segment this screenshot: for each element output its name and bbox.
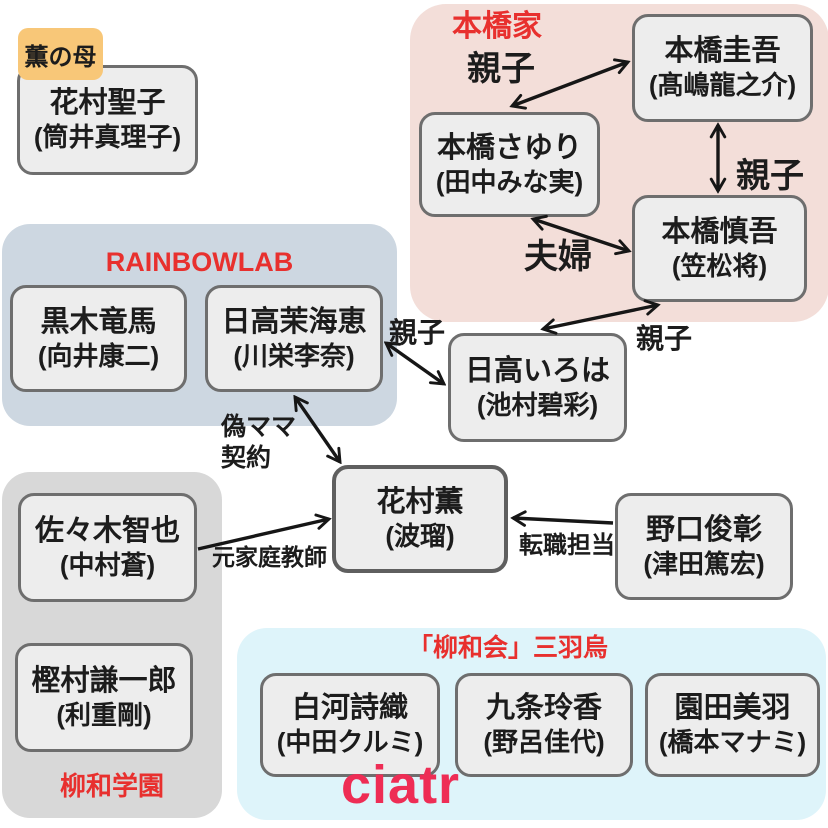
- character-name: 日高いろは: [464, 354, 610, 387]
- arrow-job-change-noguchi-kaoru: [513, 518, 614, 523]
- character-box-hidaka-makie: 日高茉海恵 (川栄李奈): [205, 285, 383, 392]
- character-box-hidaka-iroha: 日高いろは (池村碧彩): [448, 333, 627, 442]
- character-name: 九条玲香: [485, 692, 602, 725]
- relation-label-line2: 契約: [221, 444, 272, 473]
- arrow-parent-makie-iroha: [386, 343, 444, 384]
- tag-kaoru-mother: 薫の母: [18, 28, 103, 80]
- character-name: 花村薫: [376, 486, 464, 519]
- character-name: 本橋さゆり: [436, 131, 582, 164]
- actor-name: (波瑠): [385, 521, 455, 552]
- actor-name: (髙嶋龍之介): [648, 70, 797, 101]
- character-box-kashimura-kenichiro: 樫村謙一郎 (利重剛): [15, 643, 193, 752]
- arrow-fake-mama-makie-kaoru: [295, 397, 340, 462]
- arrow-parent-sayuri-keigo: [512, 62, 628, 106]
- actor-name: (池村碧彩): [476, 389, 599, 420]
- character-box-hanamura-kaoru: 花村薫 (波瑠): [332, 465, 508, 573]
- actor-name: (利重剛): [56, 699, 152, 730]
- arrow-former-tutor-sasaki-kaoru: [197, 519, 329, 551]
- actor-name: (川栄李奈): [233, 340, 355, 371]
- character-name: 樫村謙一郎: [31, 664, 177, 697]
- character-box-kuroki-ryoma: 黒木竜馬 (向井康二): [10, 285, 187, 392]
- relation-label-parent-shingo-iroha: 親子: [636, 323, 693, 354]
- character-name: 本橋圭吾: [664, 35, 781, 68]
- actor-name: (田中みな実): [435, 166, 584, 197]
- character-name: 野口俊彰: [645, 513, 762, 546]
- actor-name: (津田篤宏): [643, 548, 765, 579]
- actor-name: (中田クルミ): [276, 727, 424, 758]
- actor-name: (野呂佳代): [483, 727, 605, 758]
- character-box-motohashi-keigo: 本橋圭吾 (髙嶋龍之介): [632, 14, 813, 122]
- relation-label-parent-keigo-shingo: 親子: [736, 157, 804, 195]
- character-box-sonoda-miu: 園田美羽 (橋本マナミ): [645, 673, 820, 777]
- actor-name: (笠松将): [671, 250, 768, 281]
- actor-name: (筒井真理子): [33, 122, 182, 153]
- character-name: 花村聖子: [49, 87, 166, 120]
- relation-label-fake-mama-contract: 偽ママ 契約: [221, 412, 296, 475]
- group-label-ryuwa-kai: 「柳和会」三羽烏: [408, 634, 609, 662]
- relation-label-line1: 偽ママ: [221, 413, 297, 441]
- character-name: 園田美羽: [674, 692, 791, 725]
- actor-name: (中村蒼): [59, 549, 156, 580]
- character-name: 本橋慎吾: [661, 215, 778, 248]
- character-box-motohashi-shingo: 本橋慎吾 (笠松将): [632, 195, 807, 302]
- arrow-parent-shingo-iroha: [543, 305, 658, 329]
- character-box-sasaki-tomoya: 佐々木智也 (中村蒼): [18, 493, 197, 602]
- relation-label-job-change-agent: 転職担当: [519, 532, 615, 559]
- group-label-ryuwa-gakuen: 柳和学園: [59, 771, 164, 801]
- character-box-shirakawa-shiori: 白河詩織 (中田クルミ): [260, 673, 440, 777]
- relation-label-parent-makie-iroha: 親子: [389, 317, 446, 348]
- character-box-hanamura-seiko: 花村聖子 (筒井真理子): [17, 65, 198, 175]
- character-box-kujo-reika: 九条玲香 (野呂佳代): [455, 673, 633, 777]
- actor-name: (橋本マナミ): [658, 727, 807, 758]
- character-name: 日高茉海恵: [221, 305, 367, 338]
- character-box-motohashi-sayuri: 本橋さゆり (田中みな実): [419, 112, 600, 217]
- relation-label-parent-sayuri-keigo: 親子: [467, 50, 535, 88]
- character-name: 黒木竜馬: [40, 305, 157, 338]
- relation-label-former-tutor: 元家庭教師: [212, 544, 327, 570]
- group-label-motohashi: 本橋家: [452, 10, 542, 43]
- relation-label-couple-sayuri-shingo: 夫婦: [524, 238, 592, 276]
- character-name: 佐々木智也: [34, 514, 180, 547]
- actor-name: (向井康二): [37, 340, 160, 371]
- character-box-noguchi-toshiaki: 野口俊彰 (津田篤宏): [615, 493, 793, 600]
- group-label-rainbowlab: RAINBOWLAB: [105, 247, 294, 277]
- arrow-couple-sayuri-shingo: [533, 219, 629, 251]
- ciatr-logo: ciatr: [341, 755, 461, 815]
- character-name: 白河詩織: [291, 692, 408, 725]
